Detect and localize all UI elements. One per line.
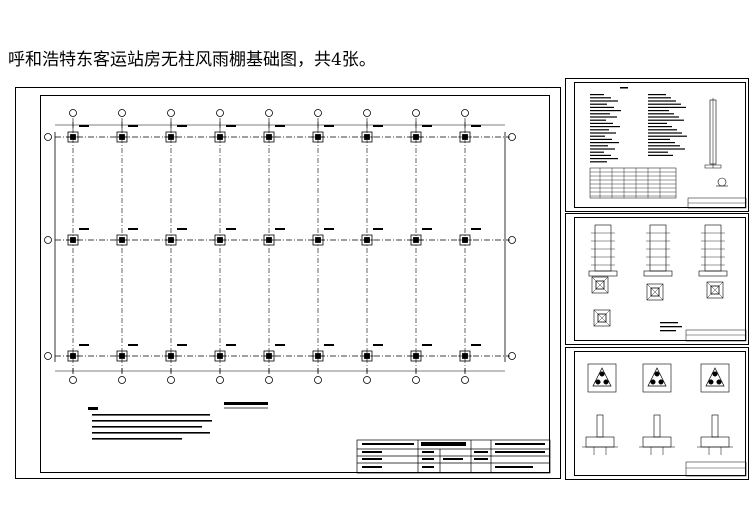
- side-sheet-2-inner: [574, 217, 746, 341]
- axis-bubble-left-B: [44, 236, 52, 244]
- axis-bubble-top-8: [412, 109, 420, 117]
- footing-5-C: [262, 344, 285, 362]
- footing-elevation-2: [643, 224, 673, 277]
- footing-5-B: [262, 228, 285, 246]
- footing-9-C: [458, 344, 481, 362]
- pile-cap-section-1: [582, 414, 618, 455]
- side-sheet-3-inner: [574, 351, 746, 476]
- footing-6-C: [311, 344, 334, 362]
- footing-4-B: [213, 228, 236, 246]
- footing-8-B: [409, 228, 432, 246]
- footing-8-C: [409, 344, 432, 362]
- plan-caption: [224, 402, 268, 409]
- footing-6-A: [311, 125, 334, 143]
- footing-5-A: [262, 125, 285, 143]
- footing-plan-3: [706, 281, 724, 299]
- axis-bubble-bottom-6: [314, 376, 322, 384]
- pile-cap-plan-1: [587, 363, 617, 393]
- footing-elevation-1: [588, 224, 618, 277]
- axis-bubble-bottom-8: [412, 376, 420, 384]
- footing-elevation-3: [698, 224, 728, 277]
- footing-4-C: [213, 344, 236, 362]
- footing-7-C: [360, 344, 383, 362]
- pile-cap-section-3: [697, 414, 733, 455]
- footing-3-C: [164, 344, 187, 362]
- main-sheet-outer-frame: [15, 87, 561, 479]
- footing-plan-1: [591, 276, 609, 294]
- footing-9-B: [458, 228, 481, 246]
- foundation-plan: [44, 109, 516, 384]
- axis-bubble-bottom-9: [461, 376, 469, 384]
- notes-block: [88, 407, 212, 440]
- footing-3-B: [164, 228, 187, 246]
- axis-bubble-bottom-3: [167, 376, 175, 384]
- axis-bubble-right-A: [508, 133, 516, 141]
- axis-bubble-top-2: [118, 109, 126, 117]
- footing-9-A: [458, 125, 481, 143]
- footing-8-A: [409, 125, 432, 143]
- pile-cap-plan-3: [700, 363, 730, 393]
- side-sheet-3-content: [582, 363, 747, 477]
- axis-bubble-top-6: [314, 109, 322, 117]
- footing-7-A: [360, 125, 383, 143]
- pile-cap-plan-2: [642, 363, 672, 393]
- axis-bubble-right-B: [508, 236, 516, 244]
- footing-2-B: [115, 228, 138, 246]
- footing-6-B: [311, 228, 334, 246]
- footing-1-C: [66, 344, 89, 362]
- footing-2-C: [115, 344, 138, 362]
- axis-bubble-left-C: [44, 352, 52, 360]
- axis-bubble-top-9: [461, 109, 469, 117]
- footing-1-A: [66, 125, 89, 143]
- footing-4-A: [213, 125, 236, 143]
- axis-bubble-bottom-7: [363, 376, 371, 384]
- footing-2-A: [115, 125, 138, 143]
- footing-3-A: [164, 125, 187, 143]
- footing-1-B: [66, 228, 89, 246]
- axis-bubble-bottom-1: [69, 376, 77, 384]
- main-title-block: [356, 439, 551, 474]
- axis-bubble-bottom-2: [118, 376, 126, 384]
- axis-bubble-top-1: [69, 109, 77, 117]
- footing-plan-2: [646, 283, 664, 301]
- axis-bubble-top-3: [167, 109, 175, 117]
- main-sheet-inner-frame: [40, 95, 550, 473]
- axis-bubble-right-C: [508, 352, 516, 360]
- side-sheet-2-content: [588, 224, 747, 342]
- axis-bubble-bottom-5: [265, 376, 273, 384]
- side-sheet-1-inner: [574, 82, 746, 208]
- axis-bubble-bottom-4: [216, 376, 224, 384]
- axis-bubble-left-A: [44, 133, 52, 141]
- side-sheet-1-content: [589, 87, 747, 209]
- main-title-block-text: [362, 442, 545, 468]
- footing-7-B: [360, 228, 383, 246]
- axis-bubble-top-4: [216, 109, 224, 117]
- page-title: 呼和浩特东客运站房无柱风雨棚基础图，共4张。: [8, 50, 376, 70]
- axis-bubble-top-7: [363, 109, 371, 117]
- side-sheet-2-notes: [660, 322, 682, 332]
- axis-bubble-top-5: [265, 109, 273, 117]
- pile-cap-section-2: [639, 414, 675, 455]
- footing-plan-4: [593, 309, 611, 327]
